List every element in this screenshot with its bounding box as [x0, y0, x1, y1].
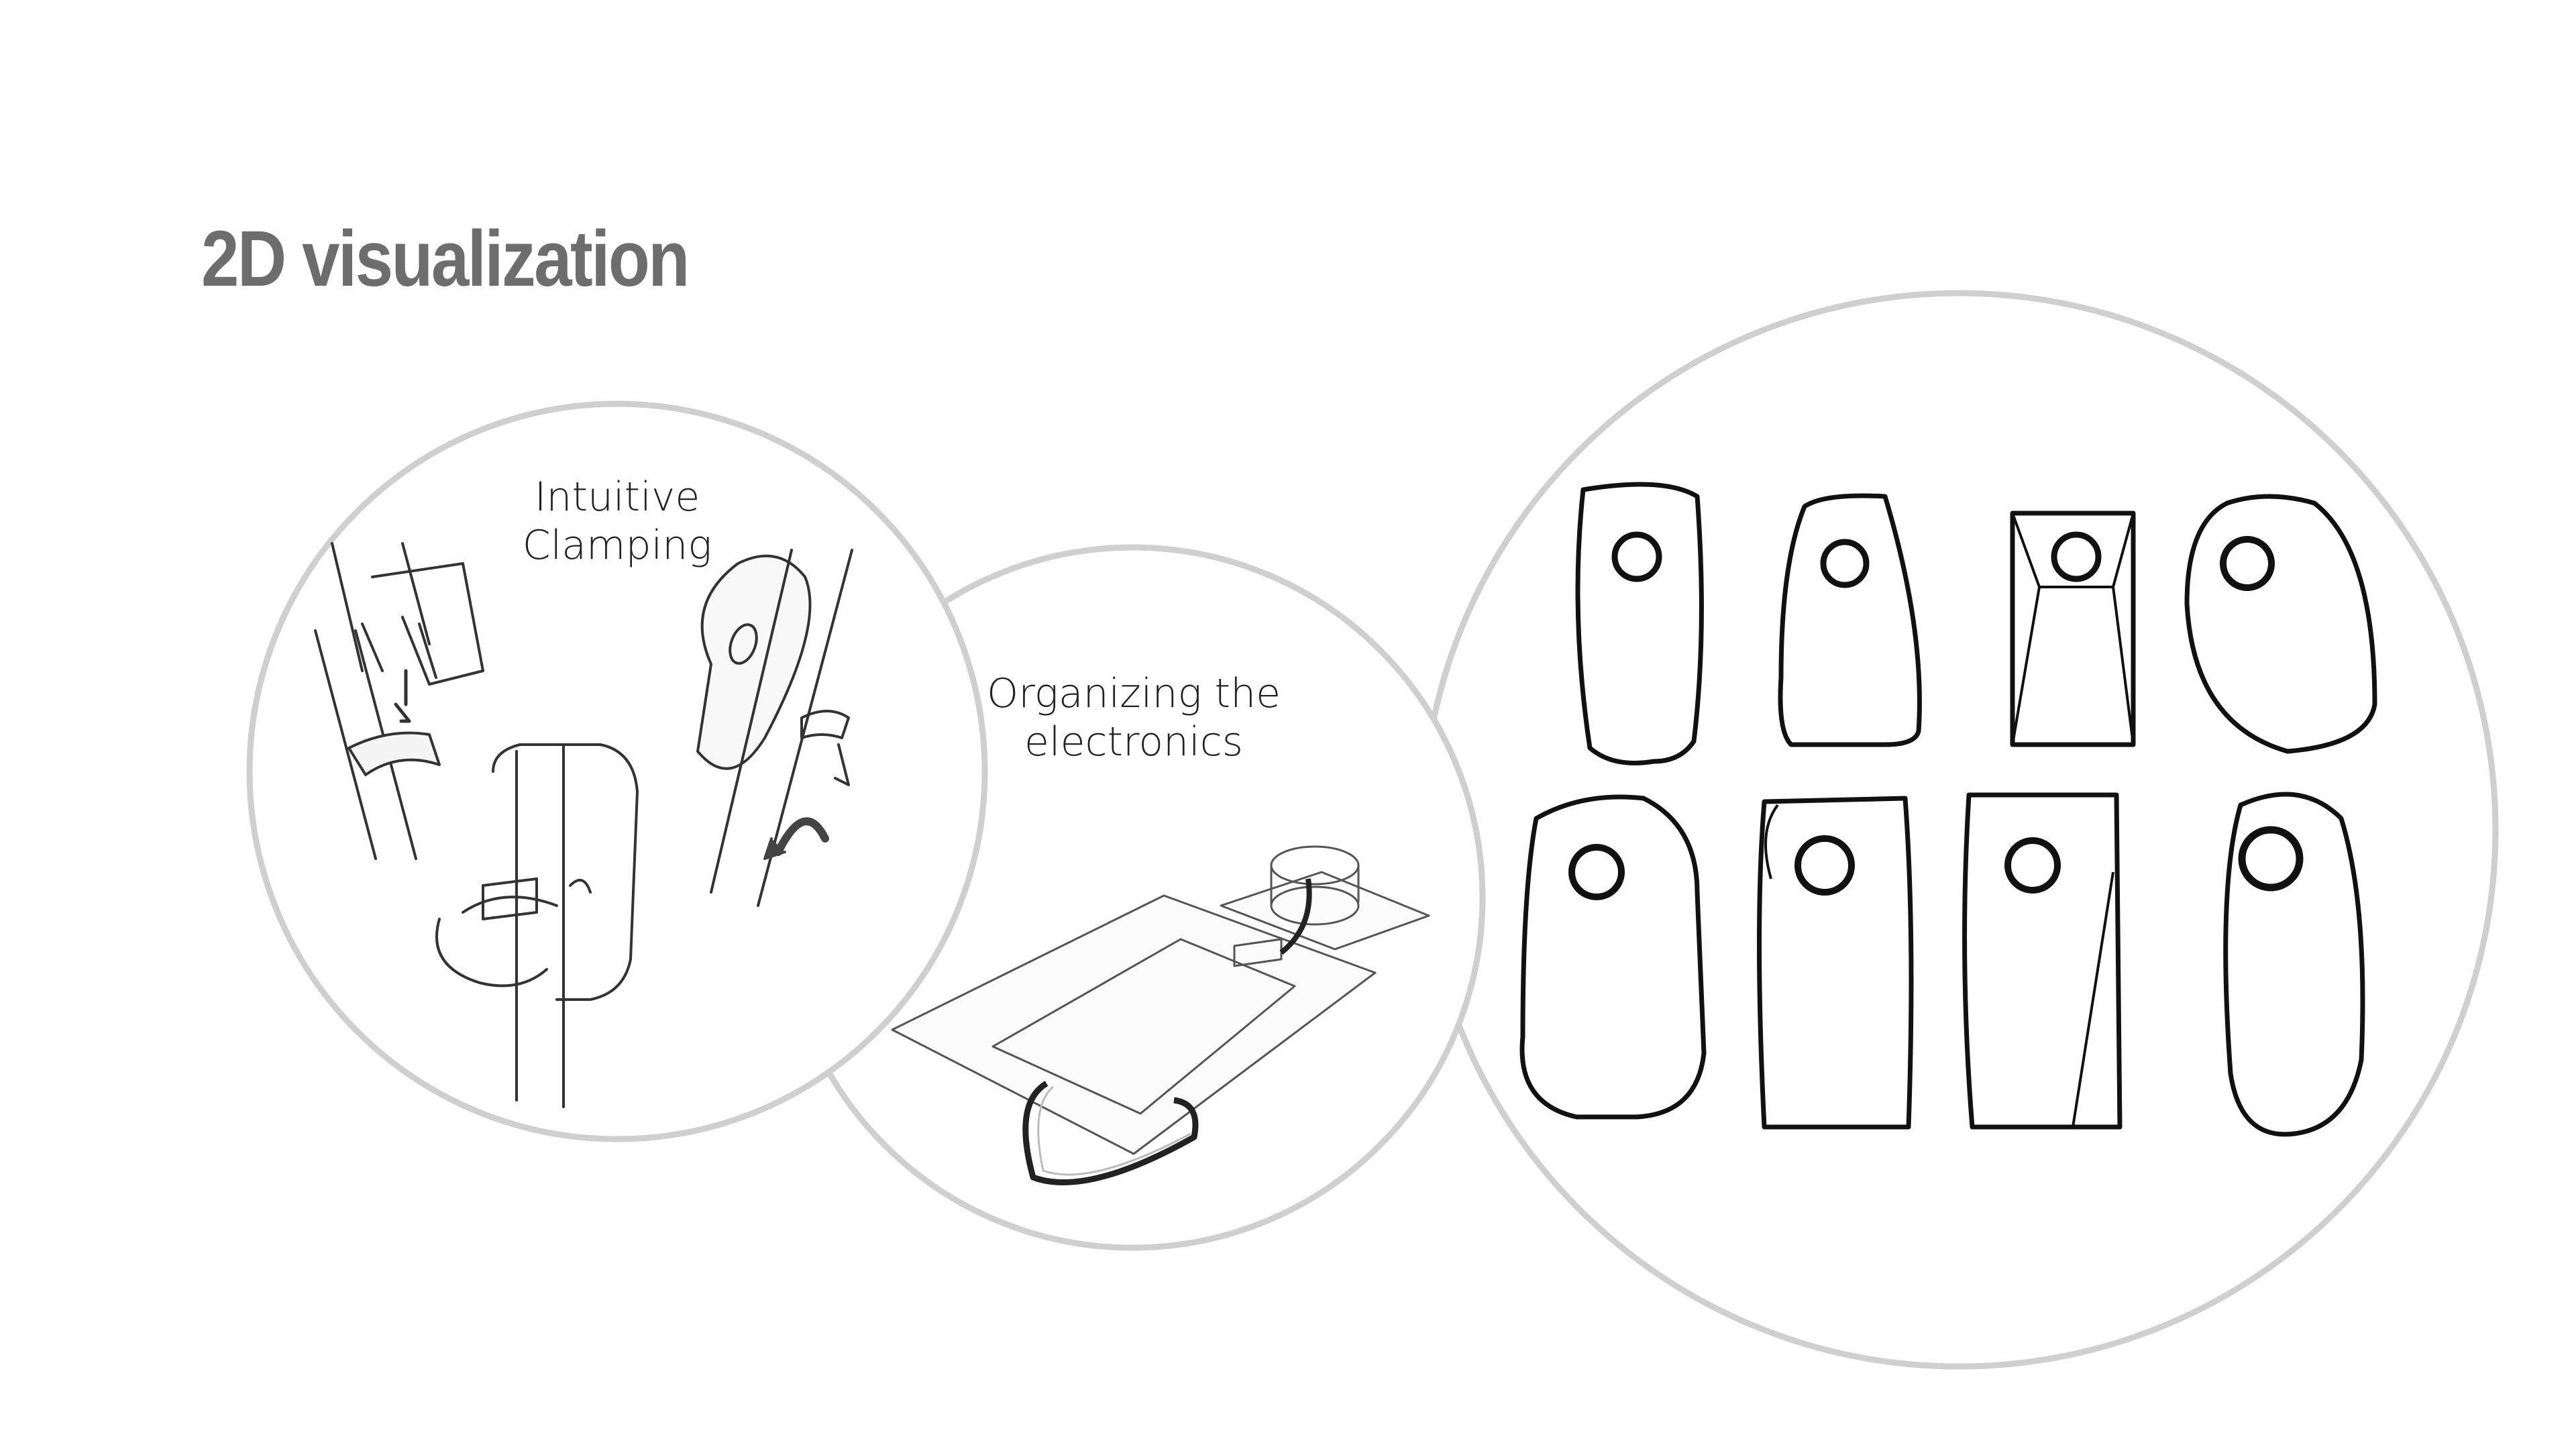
- sketch-5: [1519, 794, 1707, 1120]
- sketch-8: [2223, 792, 2365, 1137]
- electronics-caption-line1: Organizing the: [986, 670, 1281, 717]
- sketch-3: [2010, 511, 2136, 747]
- sketch-circle: [1419, 290, 2499, 1370]
- clamping-illustration: [314, 542, 853, 1108]
- sketch-7: [1962, 792, 2123, 1130]
- electronics-caption: Organizing the electronics: [959, 669, 1308, 766]
- sketch-4: [2184, 494, 2377, 754]
- sketch-6: [1757, 796, 1914, 1130]
- electronics-caption-line2: electronics: [1024, 718, 1243, 765]
- electronics-illustration: [891, 845, 1430, 1185]
- page-title: 2D visualization: [201, 215, 690, 303]
- sketch-2: [1778, 493, 1922, 747]
- clamping-caption-line1: Intuitive: [534, 474, 700, 521]
- clamping-caption: Intuitive Clamping: [517, 473, 718, 570]
- sketch-1: [1575, 482, 1704, 765]
- clamping-caption-line2: Clamping: [522, 522, 712, 569]
- device-sketches: [1519, 482, 2377, 1137]
